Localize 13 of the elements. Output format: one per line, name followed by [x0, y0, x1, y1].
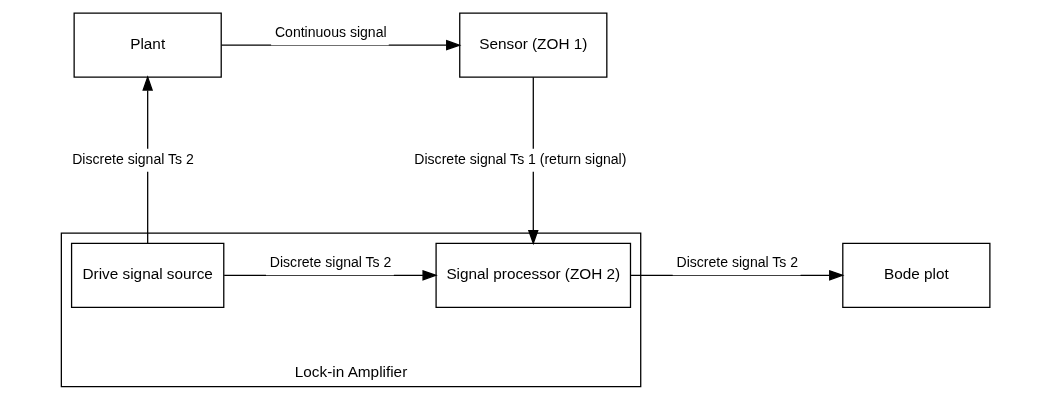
edge-label: Continuous signal [274, 24, 387, 41]
arrow [220, 39, 462, 51]
edge-label: Discrete signal Ts 2 [72, 150, 194, 167]
node-box: Plant [73, 12, 222, 78]
edge-label: Discrete signal Ts 2 [676, 254, 799, 271]
node-box: Bode plot [842, 242, 991, 308]
edge-label: Discrete signal Ts 2 [269, 254, 392, 271]
arrow [629, 269, 845, 281]
edge-label: Discrete signal Ts 1 (return signal) [414, 150, 627, 167]
node-box: Drive signal source [70, 242, 225, 308]
node-box: Signal processor (ZOH 2) [435, 242, 632, 308]
arrow [223, 269, 438, 281]
node-box: Sensor (ZOH 1) [459, 12, 608, 78]
